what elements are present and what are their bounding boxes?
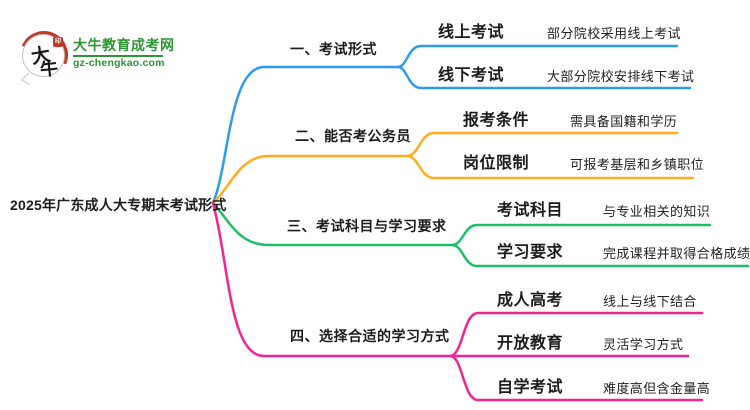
branch-4-child-3-line <box>448 354 704 402</box>
branch-4-child-1-topic: 成人高考 <box>497 292 564 309</box>
branch-2-topic: 二、能否考公务员 <box>295 128 411 144</box>
branch-4-child-3-topic: 自学考试 <box>497 379 564 396</box>
branch-2-child-1-detail: 需具备国籍和学历 <box>570 114 678 129</box>
branch-1-child-1-line <box>396 44 679 69</box>
branch-3-child-2-line <box>450 243 750 268</box>
branch-1-topic: 一、考试形式 <box>290 41 377 57</box>
branch-4-child-2-detail: 灵活学习方式 <box>603 337 684 352</box>
branch-3-child-2-topic: 学习要求 <box>497 244 564 261</box>
branch-2-main-line <box>211 154 409 205</box>
branch-2-child-2-detail: 可报考基层和乡镇职位 <box>570 157 705 172</box>
logo-stamp-icon: 印 <box>53 37 63 47</box>
branch-4-child-1-line <box>448 311 704 358</box>
branch-2-child-2-topic: 岗位限制 <box>463 155 530 172</box>
branch-3-main-line <box>211 201 454 247</box>
branch-1-main-line <box>211 65 400 205</box>
logo-seal-char-bottom: 牛 <box>39 58 60 80</box>
branch-3-child-1-topic: 考试科目 <box>497 202 564 219</box>
branch-3-child-2-detail: 完成课程并取得合格成绩 <box>603 246 750 261</box>
branch-1-child-2-detail: 大部分院校安排线下考试 <box>547 69 695 84</box>
branch-2-child-1-line <box>405 131 679 158</box>
branch-1-child-2-line <box>396 65 692 90</box>
branch-4-topic: 四、选择合适的学习方式 <box>290 328 450 344</box>
brand-name: 大牛教育成考网 <box>73 37 175 53</box>
branch-3-child-1-line <box>450 223 712 247</box>
branch-4-main-line <box>211 201 452 358</box>
root-topic: 2025年广东成人大专期末考试形式 <box>10 197 227 213</box>
branch-4-child-1-detail: 线上与线下结合 <box>603 294 697 309</box>
branch-4-child-2-topic: 开放教育 <box>497 335 564 352</box>
brand-domain: gz-chengkao.com <box>73 57 165 69</box>
branch-3-child-1-detail: 与专业相关的知识 <box>603 204 711 219</box>
branch-1-child-1-topic: 线上考试 <box>438 24 505 41</box>
branch-2-child-2-line <box>405 154 695 180</box>
branch-2-child-1-topic: 报考条件 <box>463 112 530 129</box>
logo-divider <box>73 55 163 57</box>
branch-1-child-1-detail: 部分院校采用线上考试 <box>547 26 682 41</box>
branch-1-child-2-topic: 线下考试 <box>438 67 505 84</box>
site-logo: 大 牛 印 大牛教育成考网 gz-chengkao.com <box>12 23 180 87</box>
branch-3-topic: 三、考试科目与学习要求 <box>287 218 447 234</box>
branch-4-child-3-detail: 难度高但含金量高 <box>603 381 711 396</box>
